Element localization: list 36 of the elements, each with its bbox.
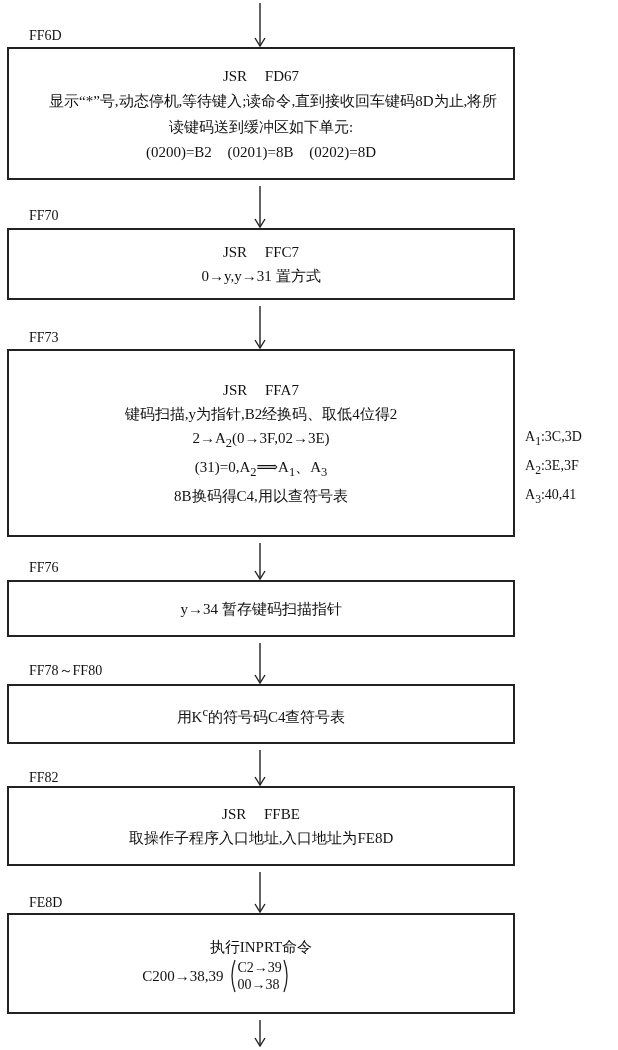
- arrow: [254, 542, 266, 580]
- process-text: 0→y,y→31 置方式: [201, 267, 321, 286]
- process-text: 键码扫描,y为指针,B2经换码、取低4位得2: [124, 405, 398, 424]
- matrix-entry: 00→38: [237, 975, 281, 993]
- arrow: [254, 871, 266, 913]
- process-text: (0200)=B2 (0201)=8B (0202)=8D: [145, 142, 377, 162]
- process-text: 8B换码得C4,用以查符号表: [174, 487, 348, 506]
- arrow: [254, 185, 266, 228]
- address-label: FF70: [29, 208, 59, 224]
- arrow: [254, 642, 266, 684]
- process-text: 取操作子程序入口地址,入口地址为FE8D: [128, 829, 394, 848]
- arrow: [254, 1019, 266, 1047]
- process-text: (31)=0,A$_{2}$⟹A$_{1}$、A$_{3}$: [194, 458, 328, 481]
- process-text: JSR FFA7: [223, 381, 299, 400]
- process-text: JSR FFBE: [222, 805, 300, 824]
- address-label: FF6D: [29, 28, 62, 44]
- process-text: 2→A$_{2}$(0→3F,02→3E): [192, 429, 330, 452]
- process-text: JSR FFC7: [222, 243, 300, 262]
- matrix-entry: C2→39: [237, 958, 282, 976]
- process-text: C200→38,39: [142, 966, 224, 986]
- address-label: FE8D: [29, 895, 63, 911]
- address-label: FF76: [29, 560, 59, 576]
- register-note: A$_{3}$:40,41: [525, 485, 578, 508]
- register-note: A$_{2}$:3E,3F: [525, 456, 580, 479]
- address-label: FF82: [29, 770, 59, 786]
- arrow: [254, 2, 266, 47]
- arrow: [254, 749, 266, 786]
- register-note: A$_{1}$:3C,3D: [525, 428, 582, 450]
- address-label: FF78～FF80: [29, 663, 103, 679]
- process-text: 显示“*”号,动态停机,等待键入;读命令,直到接收回车键码8D为止,将所读键码送到缓冲区如下单元:: [48, 91, 499, 137]
- process-text: 用K$^{c}$的符号码C4查符号表: [176, 703, 346, 727]
- address-label: FF73: [29, 330, 59, 346]
- process-text: JSR FD67: [222, 66, 300, 86]
- arrow: [254, 305, 266, 349]
- process-text: 执行INPRT命令: [209, 937, 313, 957]
- process-text: y→34 暂存键码扫描指针: [180, 599, 342, 619]
